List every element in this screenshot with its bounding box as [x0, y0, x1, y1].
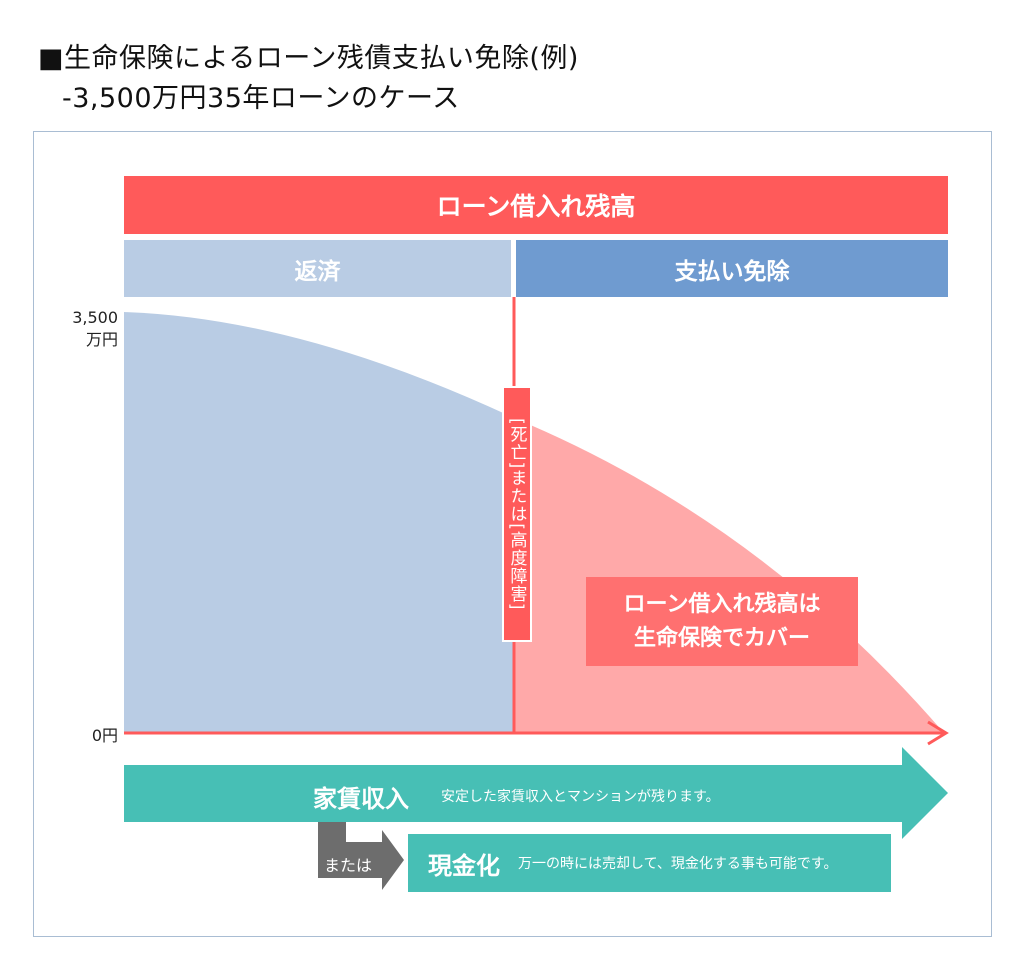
or-label: または: [324, 856, 373, 875]
cash-out-title: 現金化: [428, 851, 500, 880]
cash-out-box: 現金化 万一の時には売却して、現金化する事も可能です。: [408, 834, 891, 892]
y-axis-max-label: 3,500 万円: [54, 307, 118, 351]
insurance-cover-line2: 生命保険でカバー: [633, 625, 810, 651]
page-subtitle: -3,500万円35年ローンのケース: [62, 83, 460, 114]
payment-waiver-bar: 支払い免除: [516, 240, 948, 297]
covered-area: [514, 418, 944, 733]
loan-balance-label: ローン借入れ残高: [436, 192, 636, 221]
loan-balance-bar: ローン借入れ残高: [124, 176, 948, 234]
y-axis-zero-label: 0円: [91, 726, 118, 745]
repayment-label: 返済: [294, 258, 341, 285]
rent-income-arrow: [124, 747, 948, 839]
cash-out-description: 万一の時には売却して、現金化する事も可能です。: [518, 856, 838, 872]
repayment-bar: 返済: [124, 240, 511, 297]
y-axis-max-unit: 万円: [85, 330, 118, 349]
x-axis-arrowhead: [927, 720, 949, 746]
event-label: [死亡]または[高度障害]: [502, 386, 532, 642]
rent-income-title: 家賃収入: [313, 785, 409, 813]
page-title: ■生命保険によるローン残債支払い免除(例): [38, 43, 579, 74]
insurance-cover-box: ローン借入れ残高は 生命保険でカバー: [586, 577, 858, 666]
repaid-area: [124, 312, 514, 733]
payment-waiver-label: 支払い免除: [674, 258, 790, 285]
rent-income-description: 安定した家賃収入とマンションが残ります。: [441, 789, 720, 805]
y-axis-max-value: 3,500: [72, 308, 118, 327]
or-bent-arrow: [318, 822, 404, 890]
insurance-cover-line1: ローン借入れ残高は: [623, 591, 821, 617]
